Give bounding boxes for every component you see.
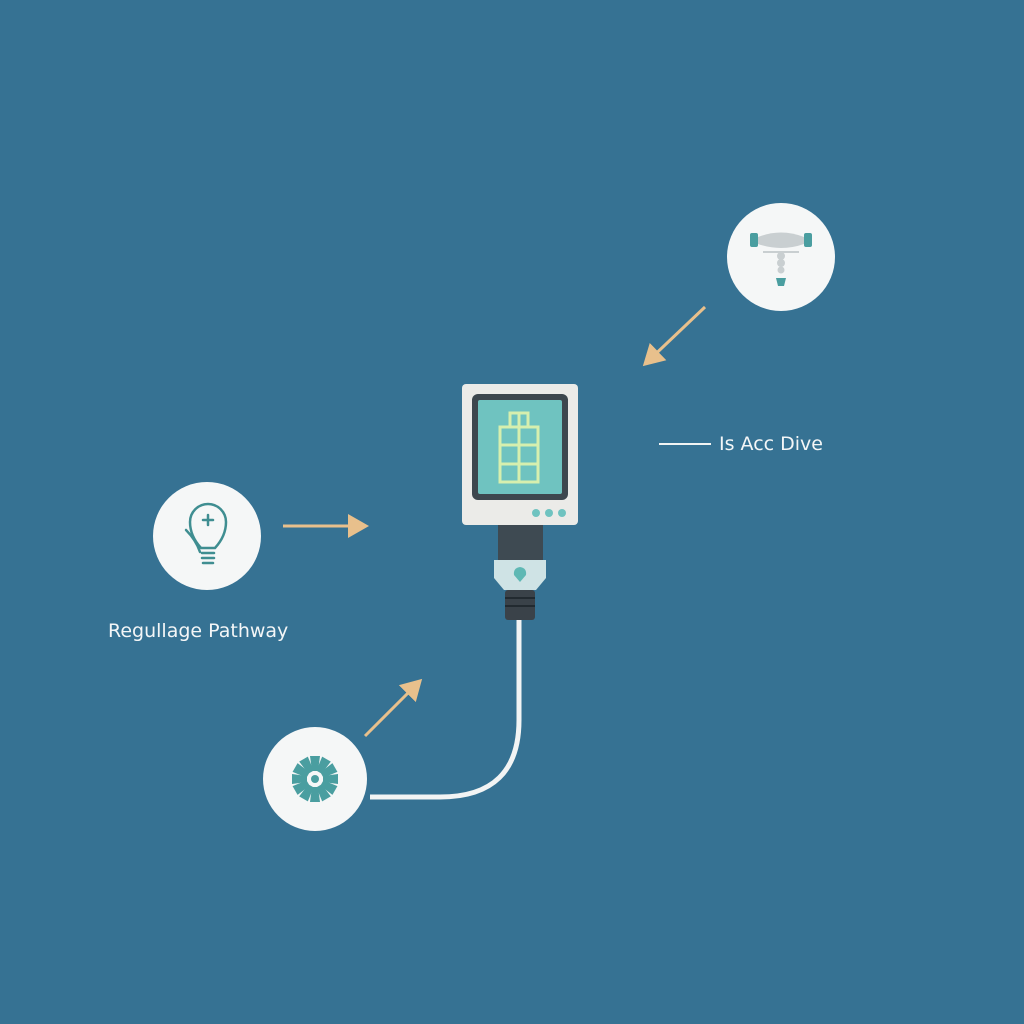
indicator-dot	[532, 509, 540, 517]
fan-blade	[292, 763, 310, 778]
fan-blade	[310, 756, 320, 771]
fan-blade	[320, 763, 338, 778]
device-status-label: Is Acc Dive	[719, 433, 823, 455]
fan-blade	[292, 780, 310, 795]
fan-blade	[316, 756, 331, 774]
fan-blade	[310, 787, 320, 802]
fan-blade	[316, 784, 331, 802]
arrow-fan-to-device	[363, 678, 423, 738]
fan-blade	[320, 780, 338, 795]
indicator-dot	[545, 509, 553, 517]
lightbulb-icon	[184, 502, 228, 565]
indicator-dot	[558, 509, 566, 517]
pathway-label: Regullage Pathway	[108, 620, 289, 642]
building-icon	[498, 411, 540, 484]
connector-neck	[498, 525, 543, 560]
arrow-valve-to-device	[642, 305, 707, 367]
fan-blade	[299, 756, 314, 774]
fan-blade	[292, 774, 307, 784]
fan-blade	[323, 774, 338, 784]
cable	[370, 620, 522, 800]
fan-icon	[292, 756, 338, 802]
fan-node[interactable]	[263, 727, 367, 831]
valve-icon	[750, 232, 812, 286]
handheld-device[interactable]	[462, 384, 578, 620]
lightbulb-node[interactable]	[153, 482, 261, 590]
valve-node[interactable]	[727, 203, 835, 311]
fan-blade	[299, 784, 314, 802]
